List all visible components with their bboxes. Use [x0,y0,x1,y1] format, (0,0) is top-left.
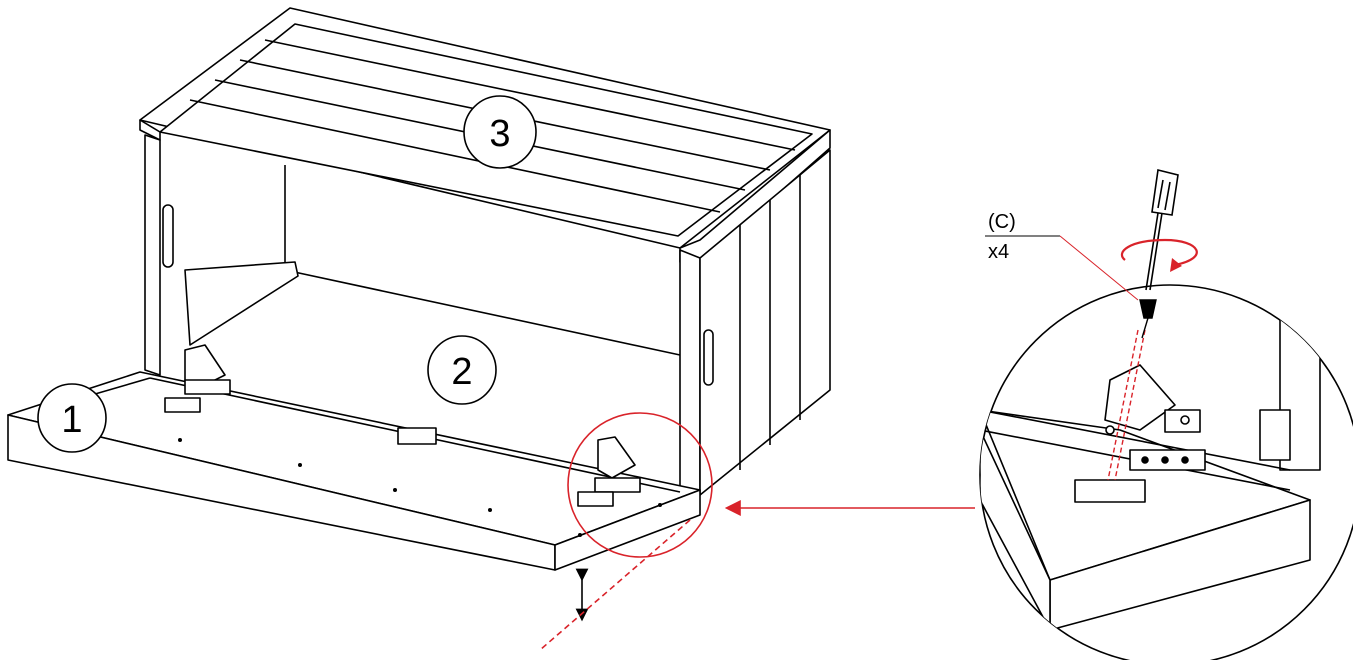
svg-text:2: 2 [451,351,472,393]
screwdriver-icon [1145,169,1179,291]
svg-text:3: 3 [489,113,510,155]
base-screw-holes [178,438,662,537]
part-callout-3: 3 [463,95,537,169]
rotate-arrow-icon [1120,238,1198,272]
detail-highlight [539,412,975,651]
hinge-icon [397,427,437,445]
svg-text:1: 1 [61,399,82,441]
base-panel [7,371,701,571]
hardware-callout: (C) x4 [985,211,1139,301]
zoom-detail [979,284,1353,660]
svg-text:(C): (C) [988,211,1016,233]
part-callout-2: 2 [427,335,497,405]
hinge-icon [164,344,231,413]
part-callout-1: 1 [37,383,107,453]
svg-text:x4: x4 [988,241,1009,263]
hinge-icon [577,436,641,507]
screw-icon [1139,299,1157,339]
